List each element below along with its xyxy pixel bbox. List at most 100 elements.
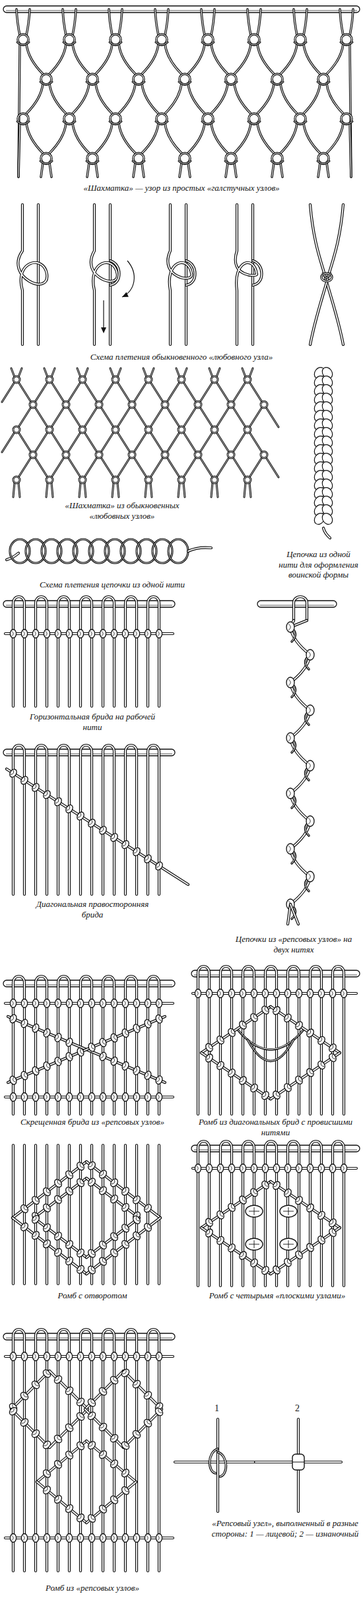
cord-core xyxy=(211,376,218,383)
cord-core xyxy=(13,745,25,895)
cord-core xyxy=(293,9,297,35)
cord-core xyxy=(201,1181,271,1228)
knot-shading xyxy=(219,1036,224,1043)
cord-outline xyxy=(34,382,48,402)
cord-core xyxy=(117,432,131,453)
cord-core xyxy=(199,382,213,402)
reps-knot xyxy=(260,1090,271,1101)
reps-knot xyxy=(227,1201,237,1213)
cord-outline xyxy=(248,113,260,125)
cord-core xyxy=(183,432,197,453)
cord-core xyxy=(62,401,70,408)
reps-knot xyxy=(110,629,117,639)
cord-core xyxy=(234,44,251,74)
knot-shading xyxy=(264,1007,268,1013)
cord-outline xyxy=(303,83,321,114)
cord-core xyxy=(84,482,86,497)
cord-outline xyxy=(165,9,169,35)
cord-core xyxy=(110,368,114,377)
knot-shading xyxy=(33,784,37,790)
reps-knot xyxy=(131,1378,142,1390)
cord-outline xyxy=(340,121,353,125)
reps-knot xyxy=(205,989,212,998)
cord-core xyxy=(340,42,353,45)
cord-outline xyxy=(165,83,182,114)
cord-outline xyxy=(112,376,119,383)
reps-knot xyxy=(53,796,64,808)
cord-core xyxy=(118,123,136,154)
cord-outline xyxy=(194,451,202,459)
cord-core xyxy=(155,9,159,35)
flat-knot-shading xyxy=(283,1240,294,1249)
reps-knot xyxy=(294,1249,305,1260)
cord-outline xyxy=(318,163,321,177)
caption: Горизонтальная брида на рабочей нити xyxy=(23,711,162,732)
knot-shading xyxy=(23,1072,27,1078)
cord-outline xyxy=(211,376,218,383)
cord-outline xyxy=(248,34,260,45)
cord-core xyxy=(141,44,159,74)
cord-outline xyxy=(95,163,98,177)
cord-outline xyxy=(40,81,53,85)
cord-core xyxy=(87,73,98,85)
reps-knot xyxy=(120,1060,131,1072)
cord-core xyxy=(109,42,122,45)
cord-core xyxy=(58,745,70,895)
knot-shading xyxy=(34,630,37,637)
knot-shading xyxy=(157,630,160,637)
reps-knot xyxy=(8,767,19,779)
cord-core xyxy=(12,1161,87,1218)
cord-core xyxy=(112,476,119,484)
cord-core xyxy=(34,457,48,478)
cord-outline xyxy=(35,596,47,707)
cord-outline xyxy=(183,368,187,377)
knot-shading xyxy=(122,841,127,847)
cord-core xyxy=(166,432,180,453)
reps-knot xyxy=(86,1397,98,1408)
cord-core xyxy=(341,34,352,45)
cord-outline xyxy=(58,745,70,895)
cord-outline xyxy=(270,1227,340,1274)
cord-core xyxy=(67,457,81,478)
cord-outline xyxy=(280,44,297,74)
reps-knot xyxy=(30,1194,41,1206)
knot-shading xyxy=(264,990,266,996)
flat-knot-shading xyxy=(248,1207,260,1216)
arrow-head xyxy=(100,327,107,334)
cord-outline xyxy=(332,1141,344,1286)
reps-knot xyxy=(122,999,129,1008)
cord-core xyxy=(35,596,47,707)
knot-shading xyxy=(11,1000,14,1006)
cord-core xyxy=(211,426,218,433)
cord-core xyxy=(232,457,246,478)
cord-core xyxy=(235,204,257,345)
cord-outline xyxy=(49,1409,88,1448)
knot-shading xyxy=(206,1054,211,1060)
cord-core xyxy=(110,113,121,125)
cord-outline xyxy=(11,1409,50,1448)
knot-shading xyxy=(123,1487,129,1493)
cord-core xyxy=(1,432,15,453)
reps-knot xyxy=(215,1234,226,1246)
reps-knot xyxy=(273,989,280,998)
reps-knot xyxy=(194,1164,201,1173)
cord-outline xyxy=(178,161,191,164)
reps-knot xyxy=(88,1533,95,1543)
cord-outline xyxy=(86,81,99,85)
reps-knot xyxy=(316,1234,327,1246)
cord-core xyxy=(79,482,81,497)
reps-knot xyxy=(54,999,61,1008)
cord-outline xyxy=(303,123,321,154)
reps-knot xyxy=(75,1160,86,1172)
knot-shading xyxy=(124,1353,127,1359)
reps-knot xyxy=(75,1396,86,1408)
cord-outline xyxy=(117,432,131,453)
reps-knot xyxy=(86,1440,97,1451)
cord-outline xyxy=(248,121,261,125)
cord-outline xyxy=(271,161,284,164)
knot-shading xyxy=(34,1067,38,1074)
cord-outline xyxy=(95,83,113,114)
cord-outline xyxy=(249,382,263,402)
cord-core xyxy=(12,1145,14,1284)
